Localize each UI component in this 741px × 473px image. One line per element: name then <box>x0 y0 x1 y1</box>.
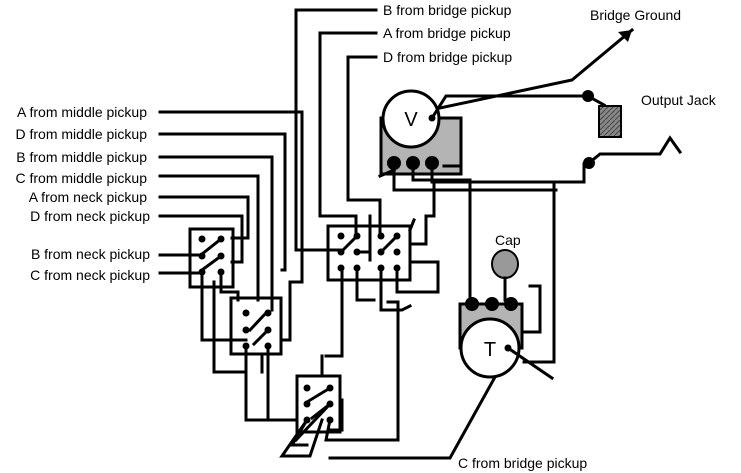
switch-neck <box>188 227 235 289</box>
jack-tip-icon <box>598 105 622 138</box>
tone-pot-label: T <box>484 339 496 361</box>
tone-pot: T <box>458 297 524 379</box>
label-d-neck: D from neck pickup <box>30 208 150 224</box>
label-a-middle: A from middle pickup <box>17 104 147 120</box>
label-b-bridge: B from bridge pickup <box>383 2 512 18</box>
label-c-neck: C from neck pickup <box>30 267 150 283</box>
wire-b-middle <box>158 155 274 312</box>
label-cap: Cap <box>495 232 521 248</box>
middle-neck-leads <box>158 110 304 312</box>
bridge-ground-arrow-icon <box>618 30 632 42</box>
wire-b-bridge <box>294 8 378 252</box>
label-output-jack: Output Jack <box>641 92 717 108</box>
wire-d-neck <box>158 214 244 264</box>
label-c-middle: C from middle pickup <box>16 170 148 186</box>
switch-wiring <box>200 178 513 460</box>
label-b-middle: B from middle pickup <box>16 149 147 165</box>
volume-pot-label: V <box>404 109 418 131</box>
wire-a-bridge <box>318 31 378 234</box>
bridge-leads <box>294 8 382 252</box>
label-bridge-ground: Bridge Ground <box>590 7 681 23</box>
wire-a-middle <box>158 110 304 284</box>
wire-c-middle <box>158 174 260 302</box>
output-jack <box>582 90 683 169</box>
wire-d-middle <box>158 132 287 272</box>
wire-a-neck <box>158 195 250 240</box>
volume-pot: V <box>379 89 463 176</box>
label-b-neck: B from neck pickup <box>31 246 150 262</box>
label-d-middle: D from middle pickup <box>16 126 148 142</box>
output-wiring <box>378 27 635 381</box>
label-a-bridge: A from bridge pickup <box>383 25 511 41</box>
label-a-neck: A from neck pickup <box>29 189 147 205</box>
capacitor-icon <box>491 249 519 279</box>
wire-d-bridge <box>346 55 382 234</box>
label-c-bridge: C from bridge pickup <box>458 455 587 471</box>
label-d-bridge: D from bridge pickup <box>383 49 512 65</box>
